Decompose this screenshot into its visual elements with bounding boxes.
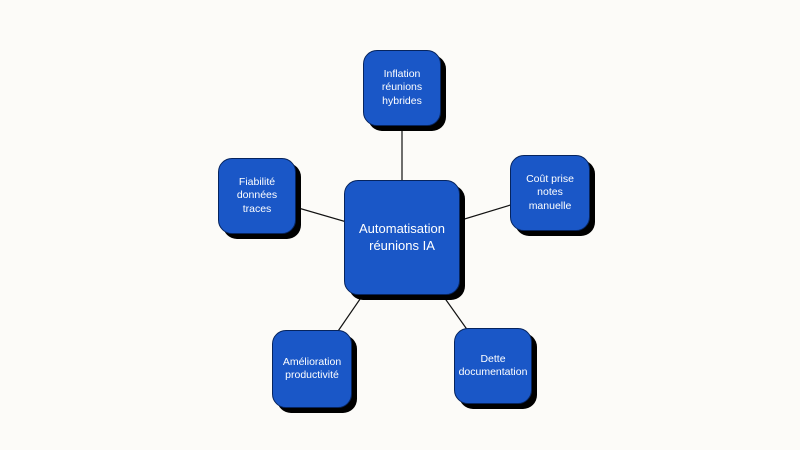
node-amelioration-productivite: Amélioration productivité bbox=[272, 330, 352, 408]
node-label: Dette documentation bbox=[458, 352, 528, 378]
node-cout-prise-notes-manuelle: Coût prise notes manuelle bbox=[510, 155, 590, 231]
node-central-automatisation-reunions-ia: Automatisation réunions IA bbox=[344, 180, 460, 295]
node-inflation-reunions-hybrides: Inflation réunions hybrides bbox=[363, 50, 441, 126]
node-label: Coût prise notes manuelle bbox=[526, 173, 574, 212]
node-label: Amélioration productivité bbox=[282, 355, 342, 381]
node-label: Fiabilité données traces bbox=[236, 176, 278, 215]
node-fiabilite-donnees-traces: Fiabilité données traces bbox=[218, 158, 296, 234]
node-label: Inflation réunions hybrides bbox=[381, 68, 423, 107]
node-dette-documentation: Dette documentation bbox=[454, 328, 532, 404]
node-label: Automatisation réunions IA bbox=[359, 221, 445, 253]
